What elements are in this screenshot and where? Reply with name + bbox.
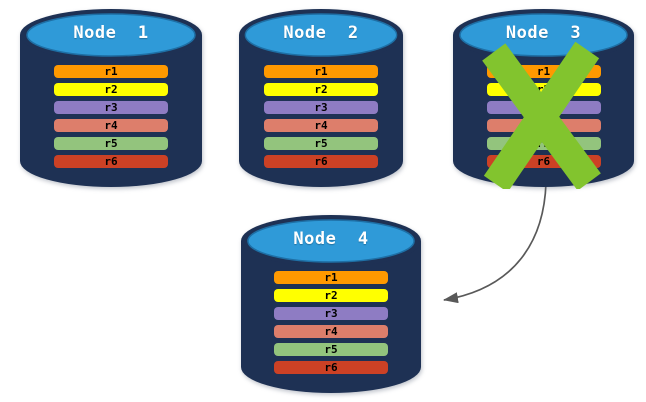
cylinder-top: [26, 13, 196, 57]
node-label: Node 4: [293, 229, 369, 249]
record-label: r3: [104, 101, 118, 114]
record-list: r1 r2 r3 r4 r5 r6: [264, 65, 378, 168]
record-label: r6: [314, 155, 328, 168]
record-bar-r1: r1: [274, 271, 388, 284]
record-label: r5: [104, 137, 118, 150]
record-bar-r2: r2: [264, 83, 378, 96]
record-bar-r4: r4: [264, 119, 378, 132]
record-label: r1: [536, 65, 551, 78]
record-bar-r3: r3: [264, 101, 378, 114]
record-label: r6: [104, 155, 118, 168]
record-bar-r5: r5: [264, 137, 378, 150]
cylinder-top: [247, 219, 415, 263]
record-label: r4: [314, 119, 328, 132]
record-bar-r4: r4: [54, 119, 168, 132]
record-bar-r2: r2: [54, 83, 168, 96]
record-bar-r6: r6: [264, 155, 378, 168]
record-label: r1: [104, 65, 118, 78]
record-bar-r1: r1: [264, 65, 378, 78]
node-label: Node 2: [283, 23, 359, 43]
node-label: Node 1: [73, 23, 149, 43]
record-bar-r6: r6: [54, 155, 168, 168]
record-label: r1: [324, 271, 338, 284]
record-label: r1: [314, 65, 328, 78]
record-label: r4: [104, 119, 118, 132]
record-label: r6: [324, 361, 338, 374]
record-label: r2: [314, 83, 328, 96]
db-node-4: Node 4 r1 r2 r3 r4 r5 r6: [241, 211, 421, 395]
x-mark-icon: [482, 41, 601, 189]
record-bar-r3: r3: [54, 101, 168, 114]
record-label: r2: [324, 289, 338, 302]
record-bar-r5: r5: [274, 343, 388, 356]
record-label: r2: [104, 83, 118, 96]
record-bar-r6: r6: [274, 361, 388, 374]
record-label: r6: [536, 155, 551, 168]
record-list: r1 r2 r3 r4 r5 r6: [54, 65, 168, 168]
db-node-2: Node 2 r1 r2 r3 r4 r5 r6: [239, 5, 403, 189]
db-node-1: Node 1 r1 r2 r3 r4 r5 r6: [20, 5, 202, 189]
cylinder-top: [244, 13, 398, 57]
record-bar-r4: r4: [274, 325, 388, 338]
record-list: r1 r2 r3 r4 r5 r6: [274, 271, 388, 374]
record-label: r3: [324, 307, 338, 320]
cylinder-top: [459, 13, 628, 57]
record-label: r5: [324, 343, 338, 356]
record-label: r4: [324, 325, 338, 338]
record-label: r5: [314, 137, 328, 150]
record-label: r3: [314, 101, 328, 114]
record-bar-r5: r5: [54, 137, 168, 150]
record-bar-r1: r1: [54, 65, 168, 78]
arrow-curve: [443, 182, 547, 304]
node-label: Node 3: [505, 23, 582, 43]
record-bar-r3: r3: [274, 307, 388, 320]
record-bar-r2: r2: [274, 289, 388, 302]
